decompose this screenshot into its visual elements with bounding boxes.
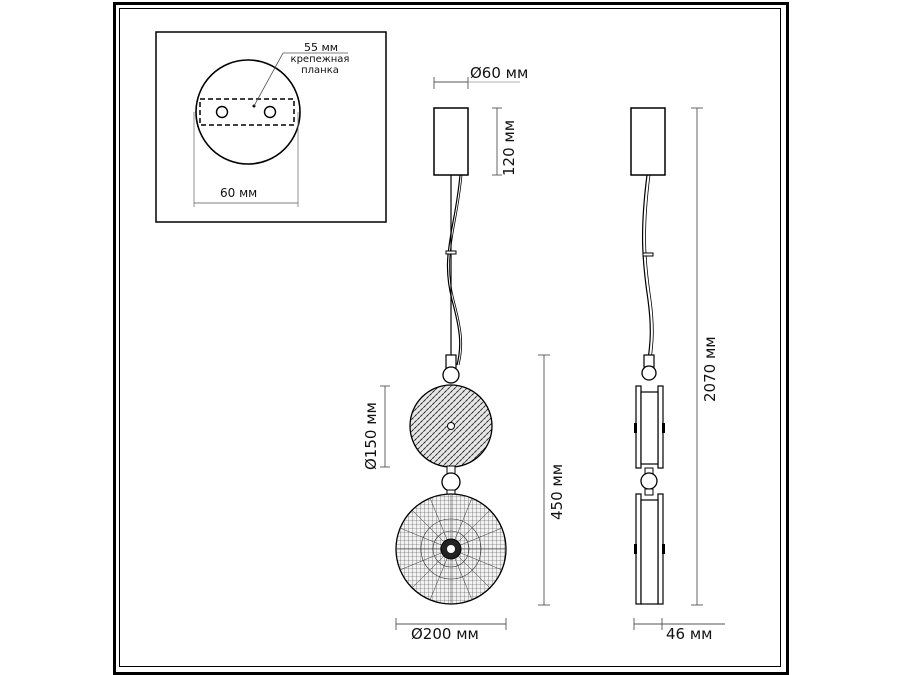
inset-top-view [155, 31, 387, 223]
bracket-caption-line1: крепежная [290, 54, 350, 65]
canopy-width-label: 60 мм [220, 186, 258, 200]
drawing-frame-inner [119, 8, 781, 667]
bracket-caption-line2: планка [301, 65, 339, 76]
front-view [380, 77, 550, 630]
upper-disc-profile [640, 391, 659, 465]
mounting-bracket-outline [199, 98, 295, 126]
lower-disc-profile [640, 499, 659, 605]
canopy-height-label: 120 мм [500, 119, 518, 176]
canopy-circle [195, 59, 301, 165]
screw-hole-left [215, 105, 229, 119]
ball-joint-middle [441, 472, 461, 492]
body-height-label: 450 мм [548, 463, 566, 520]
depth-label: 46 мм [666, 625, 713, 643]
canopy-diameter-label: Ø60 мм [470, 64, 529, 82]
screw-hole-right [263, 105, 277, 119]
canopy-front [433, 107, 469, 176]
side-view [630, 107, 725, 630]
total-height-label: 2070 мм [701, 336, 719, 402]
leader-line [253, 52, 348, 107]
small-disc-diameter-label: Ø150 мм [362, 402, 380, 470]
large-disc-diameter-label: Ø200 мм [411, 625, 479, 643]
canopy-side [630, 107, 666, 176]
bracket-size-label: 55 мм [304, 41, 339, 54]
drawing-frame-outer [113, 2, 789, 675]
ball-joint-top [442, 366, 460, 384]
